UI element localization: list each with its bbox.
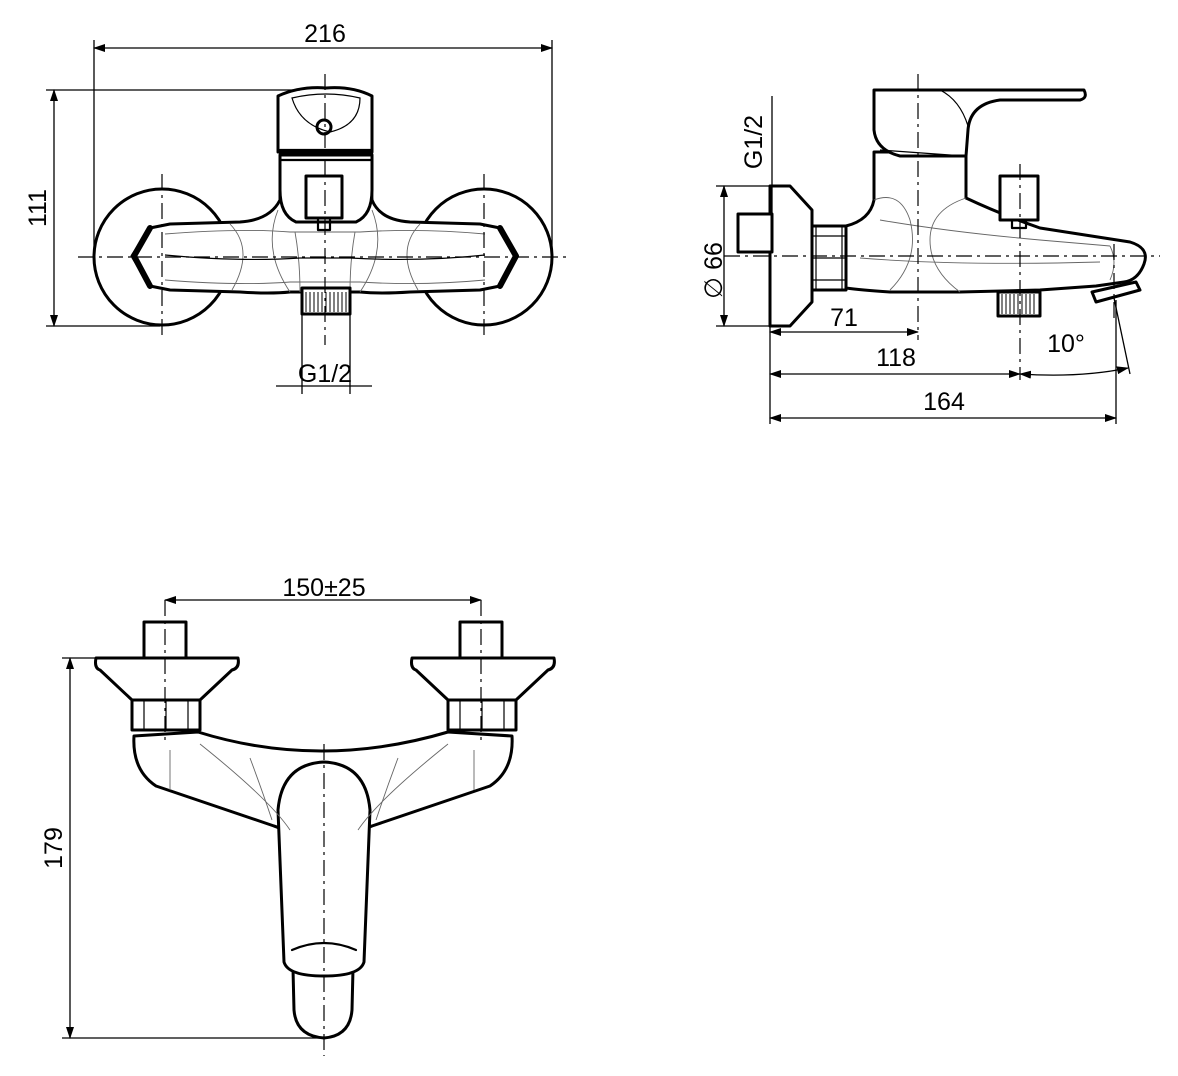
dim-diameter-symbol: ∅ [700,277,728,299]
dim-164: 164 [923,388,965,416]
side-view: G1/2 ∅ 66 71 118 164 10° [700,74,1160,424]
dim-150: 150±25 [282,574,365,602]
dim-179: 179 [40,827,68,869]
side-aerator [1090,280,1142,304]
front-view: 216 111 G1/2 [24,20,566,394]
dim-g12-front: G1/2 [298,360,352,388]
side-inlet [736,212,774,254]
side-diverter [998,174,1040,222]
lever-screw [315,118,333,136]
dim-111: 111 [24,189,52,227]
top-right-flange [410,656,556,702]
side-lever [872,88,1087,158]
dim-71: 71 [830,304,858,332]
dim-216: 216 [304,20,346,48]
side-thread [996,290,1042,318]
dim-g12-side: G1/2 [740,115,768,169]
top-view: 150±25 179 [40,574,556,1056]
dim-angle: 10° [1047,330,1085,358]
dim-66: 66 [700,242,728,270]
diverter-knob [304,174,344,220]
dim-118: 118 [876,344,916,372]
top-left-flange [94,656,240,702]
